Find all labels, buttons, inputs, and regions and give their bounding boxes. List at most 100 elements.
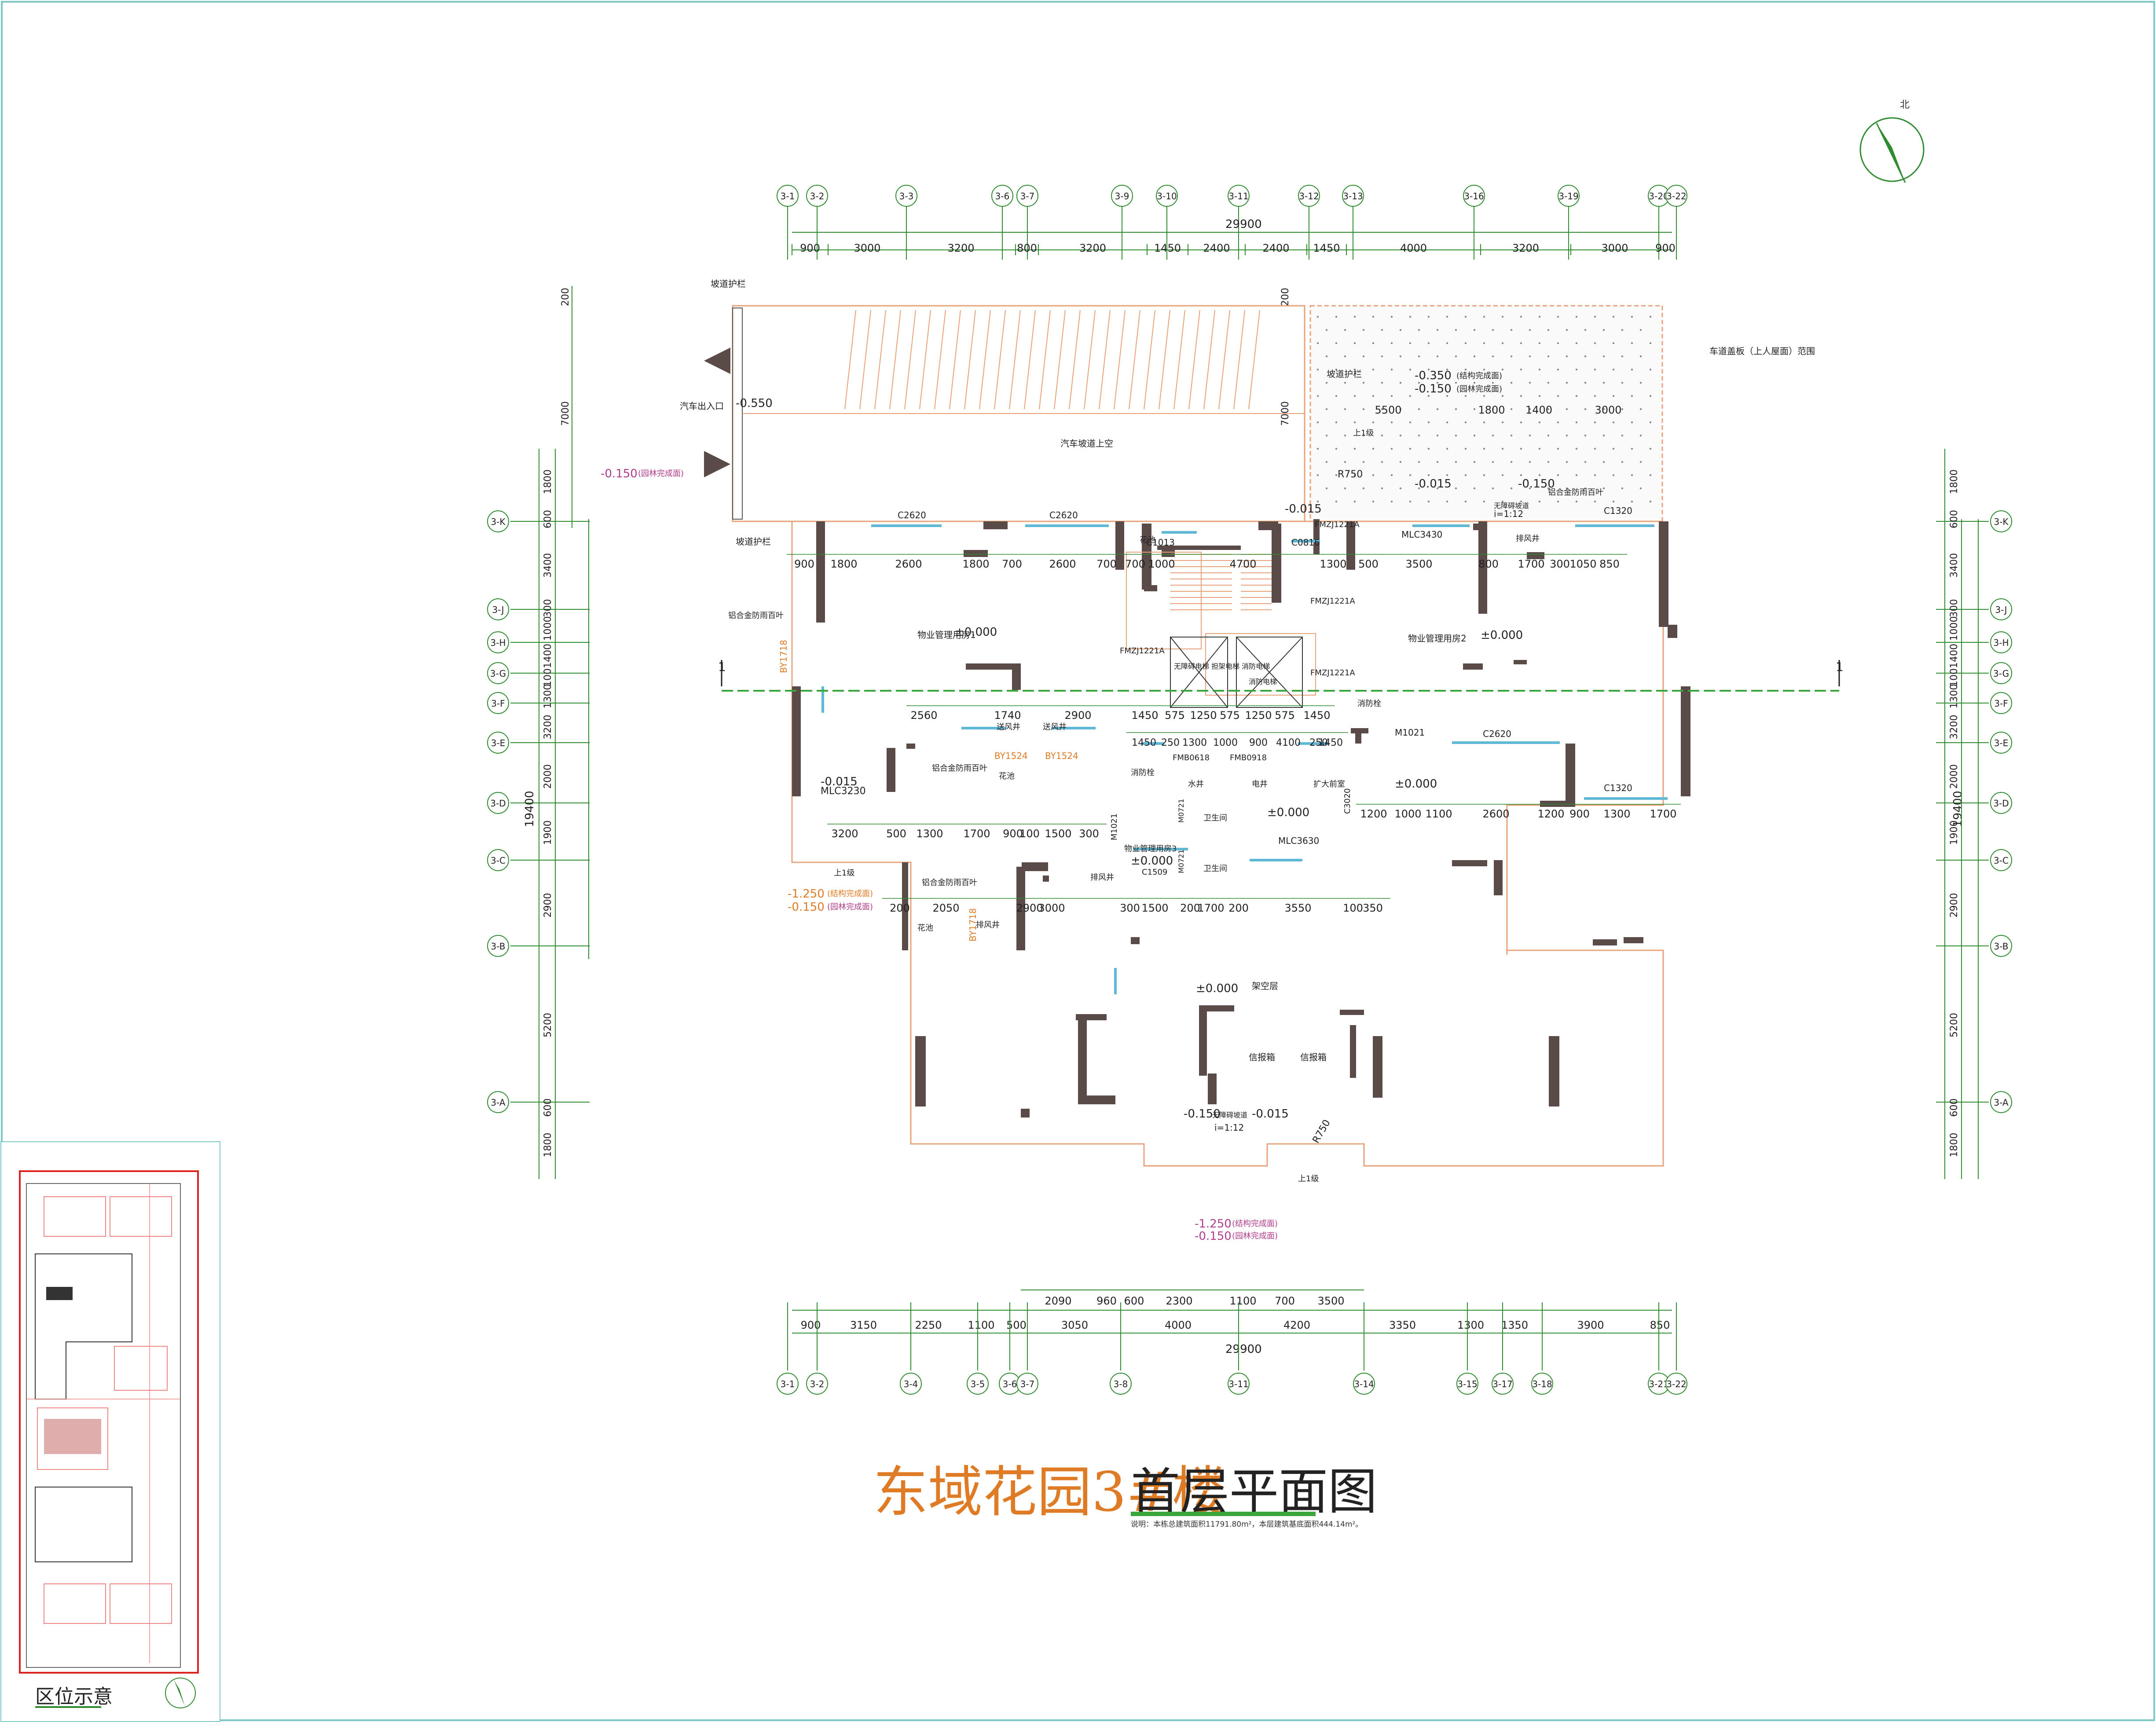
roof-dot (1631, 421, 1633, 424)
axis-top-bubble-label: 3-13 (1343, 191, 1363, 202)
ramp-rail-label-bottom: 坡道护栏 (736, 536, 771, 547)
roof-dot (1325, 434, 1328, 437)
axis-bottom-bubble-label: 3-18 (1532, 1379, 1552, 1389)
roof-dot (1418, 487, 1420, 490)
roof-dot (1492, 329, 1494, 331)
ramp-hatch-line (904, 310, 916, 410)
roof-dot (1455, 381, 1457, 384)
elev-roof-ramp-2: -0.150 (1518, 477, 1555, 491)
roof-dot (1409, 474, 1412, 476)
roof-dot (1316, 474, 1319, 476)
interior-dim-row_b: 3550 (1284, 902, 1311, 914)
dim-right-seg: 1400 (1949, 644, 1960, 668)
svg-text:1: 1 (1836, 659, 1844, 674)
axis-bottom-bubble-label: 3-8 (1114, 1379, 1128, 1389)
axis-top-bubble: 3-3 (895, 185, 917, 207)
roof-dot (1547, 408, 1550, 410)
planter-1: 花池 (999, 772, 1015, 781)
wall-segment (1681, 686, 1690, 796)
roof-dot (1557, 342, 1559, 344)
elev-bottom-2-note: (园林完成面) (1232, 1231, 1278, 1241)
axis-bottom-bubble: 3-22 (1665, 1373, 1687, 1395)
dim-top-seg: 3200 (1512, 242, 1539, 254)
wall-segment (1494, 860, 1503, 895)
axis-left-bubble-label: 3-H (491, 638, 506, 648)
axis-bottom-bubble-label: 3-22 (1666, 1379, 1686, 1389)
axis-bottom-bubble: 3-1 (777, 1373, 799, 1395)
dim-top-seg: 1450 (1154, 242, 1181, 254)
ramp-entry-arrow-icon (704, 451, 730, 477)
elev-left-outdoor-note: (园林完成面) (638, 469, 684, 478)
wall-segment (964, 550, 988, 557)
roof-dot (1399, 408, 1402, 410)
roof-dot (1473, 355, 1476, 358)
ramp-hatch-line (1203, 310, 1215, 410)
roof-dot (1455, 408, 1457, 410)
wall-segment (1668, 625, 1677, 638)
tag-fmzj1221a-2: FMZJ1221A (1310, 597, 1355, 606)
roof-dot (1335, 500, 1338, 503)
interior-dim-row_e: 1000 (1213, 737, 1238, 748)
roof-dot (1483, 500, 1485, 503)
roof-dot (1602, 355, 1605, 358)
dim-top-seg: 1450 (1313, 242, 1340, 254)
axis-right-bubble: 3-G (1990, 662, 2012, 684)
roof-dot (1362, 381, 1365, 384)
dim-top-seg: 800 (1017, 242, 1037, 254)
roof-dot (1353, 474, 1356, 476)
axis-top-bubble: 3-11 (1228, 185, 1250, 207)
elev-mlc3230: -0.015 (821, 775, 858, 788)
roof-dot (1427, 421, 1430, 424)
roof-dot (1529, 461, 1531, 463)
roof-dot (1649, 447, 1652, 450)
roof-dot (1520, 368, 1522, 371)
axis-right-bubble-label: 3-J (1995, 605, 2007, 615)
air-well-1: 送风井 (997, 722, 1020, 732)
interior-dim-row_e: 1300 (1182, 737, 1207, 748)
axis-left-bubble: 3-K (487, 510, 509, 532)
dim-bottom-seg: 1350 (1501, 1319, 1528, 1331)
dim-right-seg: 5200 (1949, 1013, 1960, 1037)
roof-dot (1602, 487, 1605, 490)
roof-dot (1529, 381, 1531, 384)
interior-dim-row_e: 1450 (1132, 737, 1156, 748)
axis-bottom-bubble-label: 3-14 (1354, 1379, 1374, 1389)
roof-dot (1612, 421, 1615, 424)
interior-dim-row_d: 1000 (1394, 808, 1421, 820)
tag-by1718-2: BY1718 (968, 908, 978, 942)
dim-left-seg: 600 (543, 510, 554, 528)
interior-dim-row_d: 1200 (1537, 808, 1564, 820)
dim-bottom-upper-seg: 3500 (1317, 1295, 1344, 1307)
key-plan-underline (35, 1706, 101, 1708)
roof-dot (1436, 461, 1439, 463)
roof-dot (1381, 381, 1383, 384)
roof-dot (1631, 368, 1633, 371)
dim-bottom-upper-seg: 2300 (1166, 1295, 1192, 1307)
dim-right-seg: 1000 (1949, 616, 1960, 641)
roof-dot (1602, 329, 1605, 331)
roof-dot (1390, 474, 1393, 476)
roof-dot (1344, 355, 1346, 358)
wall-segment (1199, 1005, 1234, 1011)
axis-top-bubble: 3-1 (777, 185, 799, 207)
elev-roof-ramp-1: -0.015 (1415, 477, 1452, 491)
axis-bottom-bubble: 3-17 (1492, 1373, 1514, 1395)
roof-dot (1538, 395, 1541, 397)
dim-left-seg: 2900 (543, 893, 554, 918)
axis-top-bubble: 3-7 (1016, 185, 1038, 207)
dim-bottom-upper-seg: 960 (1096, 1295, 1117, 1307)
roof-dot (1492, 434, 1494, 437)
roof-dot (1390, 342, 1393, 344)
elev-bottom-ramp-1: -0.150 (1184, 1107, 1221, 1121)
interior-dim-row_c: 1300 (916, 828, 943, 840)
roof-dot (1372, 500, 1375, 503)
interior-dim-row_e: 1450 (1318, 737, 1343, 748)
mailbox-2: 信报箱 (1300, 1052, 1327, 1063)
windows (821, 524, 1668, 994)
tag-c2620-1: C2620 (898, 510, 926, 520)
roof-dot (1381, 434, 1383, 437)
roof-dot (1390, 421, 1393, 424)
roof-dot (1501, 421, 1504, 424)
